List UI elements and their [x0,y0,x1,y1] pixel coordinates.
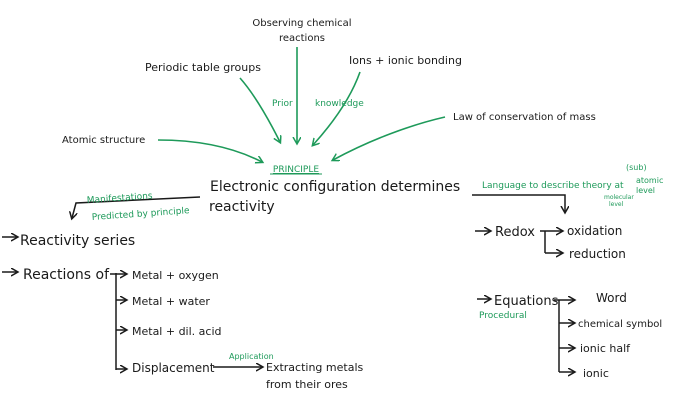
principle-label: PRINCIPLE [273,165,319,175]
knowledge-label: knowledge [315,99,364,109]
reaction-metal-oxygen: Metal + oxygen [132,269,219,282]
observing-label-line1: Observing chemical [252,18,351,29]
word-label: Word [596,291,627,305]
ionic-half-label: ionic half [580,342,631,355]
principle-text-line2: reactivity [209,199,275,215]
arrow-language [472,194,565,212]
predicted-label: Predicted by principle [92,206,191,223]
sub-label: (sub) [626,163,647,172]
molecular-level-line2: level [609,201,624,208]
oxidation-label: oxidation [567,224,622,238]
reactions-of-label: Reactions of [23,267,110,283]
prior-label: Prior [272,99,293,109]
arrow-periodic [239,77,280,142]
application-label: Application [229,352,274,361]
reaction-metal-acid: Metal + dil. acid [132,325,222,338]
extracting-line1: Extracting metals [266,361,363,374]
reduction-label: reduction [569,247,626,261]
molecular-level-line1: molecular [604,194,634,201]
arrow-to-manifestations [72,196,201,218]
atomic-level-line1: atomic [636,176,663,185]
periodic-table-label: Periodic table groups [145,61,261,74]
ions-label: Ions + ionic bonding [349,54,462,67]
reaction-metal-water: Metal + water [132,295,210,308]
procedural-label: Procedural [479,311,527,321]
extracting-line2: from their ores [266,378,348,391]
ionic-label: ionic [583,367,609,380]
arrow-atomic [157,139,262,162]
reaction-displacement: Displacement [132,361,215,375]
manifestations-label: Manifestations [87,191,154,206]
arrow-ions [313,71,361,145]
conservation-label: Law of conservation of mass [453,112,596,123]
atomic-structure-label: Atomic structure [62,135,145,146]
principle-text-line1: Electronic configuration determines [210,179,460,195]
observing-label-line2: reactions [279,33,325,44]
equations-label: Equations [494,294,559,309]
atomic-level-line2: level [636,186,655,195]
reactivity-series-label: Reactivity series [20,233,135,249]
arrow-conservation [333,116,446,160]
redox-label: Redox [495,225,535,240]
chemical-symbol-label: chemical symbol [578,319,662,330]
language-label: Language to describe theory at [482,181,624,191]
